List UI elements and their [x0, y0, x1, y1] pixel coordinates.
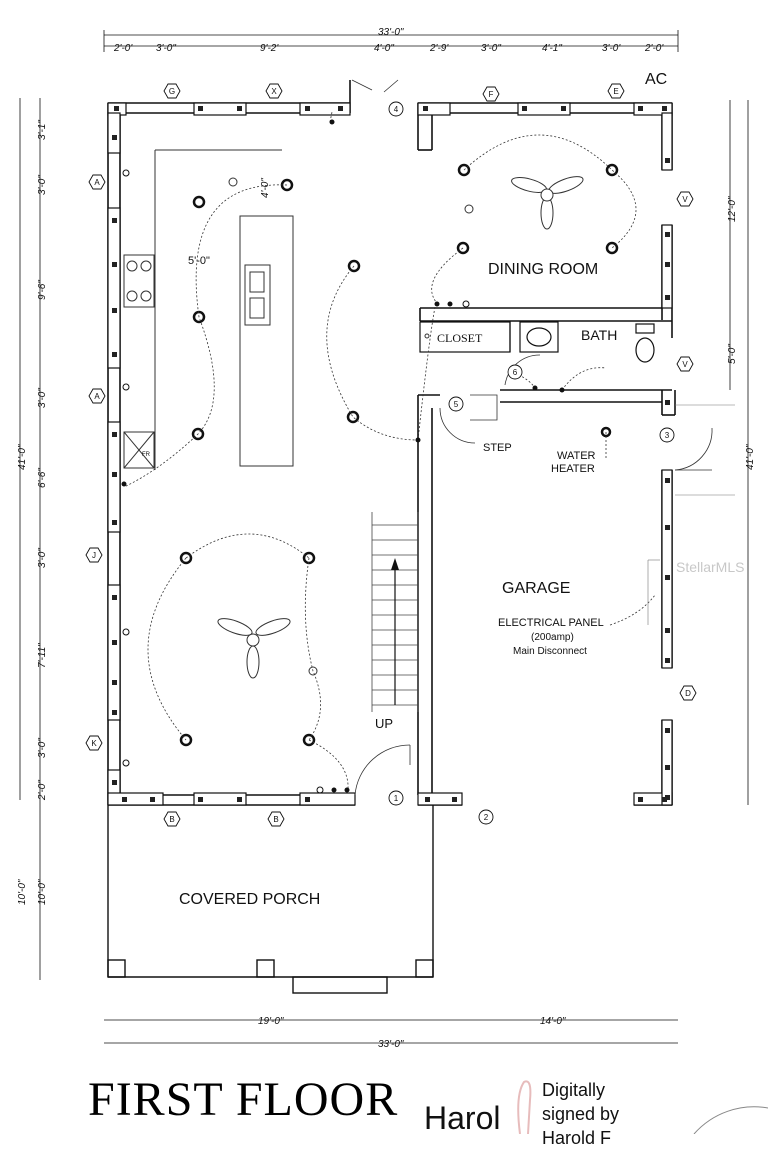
bottom-total-dim: 33'-0" [378, 1039, 404, 1050]
page-title: FIRST FLOOR [88, 1073, 399, 1126]
seal-edge [693, 1106, 768, 1134]
door-tag-labels: 1 2 3 4 5 6 [394, 105, 670, 822]
left-dim-8: 3'-0" [37, 738, 48, 758]
porch-depth-dim-inner: 10'-0" [37, 879, 48, 905]
left-dim-1: 3'-1" [37, 120, 48, 140]
right-dim-1: 12'-0" [727, 196, 738, 222]
left-dim-9: 2'-0" [37, 780, 48, 801]
top-dim-4: 4'-0" [374, 43, 394, 54]
right-dimensions: 12'-0" 5'-0" 41'-0" [727, 196, 756, 470]
right-dimension-lines [729, 100, 749, 805]
bottom-dim-2: 14'-0" [540, 1016, 566, 1027]
window-tag-b1: B [169, 815, 174, 824]
top-dim-1: 2'-0' [113, 43, 133, 54]
left-dim-3: 9'-6" [37, 280, 48, 300]
door-tag-6: 6 [513, 368, 518, 377]
top-dim-5: 2'-9' [429, 43, 449, 54]
right-total-dim: 41'-0" [745, 444, 756, 470]
ceiling-fan-icon [511, 176, 584, 230]
stairs [371, 512, 419, 712]
window-tags [85, 83, 697, 827]
watermark: StellarMLS [676, 559, 744, 575]
top-dim-2: 3'-0" [156, 43, 176, 54]
stairs-arrow-icon [391, 558, 399, 570]
signature-name: Harol [424, 1100, 501, 1136]
closet-bath [419, 321, 655, 363]
left-dim-6: 3'-0" [37, 548, 48, 568]
left-dim-7: 7'-11" [37, 643, 48, 668]
bottom-dimension-lines [104, 1019, 678, 1044]
window-tag-d: D [685, 689, 691, 698]
water-heater-label-1: WATER [557, 450, 596, 462]
right-dim-2: 5'-0" [727, 344, 738, 364]
exterior-walls [107, 80, 676, 806]
signature-text: Digitally signed by Harold F [542, 1078, 619, 1150]
left-dim-4: 3'-0" [37, 388, 48, 408]
signature-line-1: Digitally [542, 1080, 606, 1100]
left-total-dim: 41'-0" [17, 444, 28, 470]
top-total-dim: 33'-0" [378, 27, 404, 38]
window-tag-x: X [271, 87, 277, 96]
door-tag-1: 1 [394, 794, 399, 803]
covered-porch-label: COVERED PORCH [179, 891, 320, 908]
window-tag-a2: A [94, 392, 100, 401]
outlet-marks [122, 169, 470, 794]
door-swings [351, 79, 713, 796]
panel-disconnect-label: Main Disconnect [513, 646, 587, 657]
wall-block-dots [112, 106, 670, 802]
door-tag-4: 4 [394, 105, 399, 114]
door-tag-5: 5 [454, 400, 459, 409]
window-tag-v1: V [682, 195, 688, 204]
kitchen-arc-dim: 5'-0" [188, 255, 210, 267]
fridge-label: FR [142, 452, 151, 458]
stairs-up-label: UP [375, 716, 393, 731]
signature-line-3: Harold F [542, 1128, 612, 1148]
bottom-dim-1: 19'-0" [258, 1016, 284, 1027]
window-tag-k: K [91, 739, 97, 748]
door-tag-2: 2 [484, 813, 489, 822]
window-tag-e: E [613, 87, 618, 96]
water-heater-label-2: HEATER [551, 463, 595, 475]
panel-amp-label: (200amp) [531, 632, 574, 643]
top-dimension-lines [103, 30, 679, 52]
door-tags [388, 101, 675, 825]
window-tag-b2: B [273, 815, 278, 824]
top-dim-7: 4'-1" [542, 43, 562, 54]
window-tag-f: F [489, 90, 494, 99]
window-tag-v2: V [682, 360, 688, 369]
top-dim-8: 3'-0' [602, 43, 621, 54]
signature-mark [517, 1080, 532, 1134]
bath-label: BATH [581, 327, 617, 343]
top-dim-3: 9'-2' [260, 43, 279, 54]
garage-details [647, 404, 735, 625]
dining-room-label: DINING ROOM [488, 261, 598, 278]
covered-porch [107, 805, 434, 994]
step-label: STEP [483, 442, 512, 454]
closet-label: CLOSET [437, 331, 483, 345]
top-dim-9: 2'-0' [644, 43, 664, 54]
kitchen [123, 149, 294, 470]
signature-line-2: signed by [542, 1104, 620, 1124]
left-dim-2: 3'-0" [37, 175, 48, 195]
ac-label: AC [645, 71, 667, 88]
porch-depth-dim-outer: 10'-0" [17, 879, 28, 905]
top-dim-6: 3'-0" [481, 43, 501, 54]
switch-symbols [228, 177, 474, 676]
garage-label: GARAGE [502, 580, 570, 597]
window-tag-labels: G X F E A A J K B B V V D [91, 87, 691, 824]
island-dim: 4'-0" [260, 178, 271, 198]
outlet-symbols [121, 119, 565, 793]
door-tag-3: 3 [665, 431, 670, 440]
left-dimension-lines [19, 98, 41, 980]
window-tag-g: G [169, 87, 175, 96]
left-dimensions: 3'-1" 3'-0" 9'-6" 3'-0" 6'-6" 3'-0" 7'-1… [17, 120, 48, 905]
window-tag-a1: A [94, 178, 100, 187]
electrical-panel-label: ELECTRICAL PANEL [498, 617, 604, 629]
left-dim-5: 6'-6" [37, 468, 48, 488]
ceiling-fan-icon [217, 618, 291, 679]
window-tag-j: J [92, 551, 96, 560]
wiring-arcs [123, 111, 656, 791]
